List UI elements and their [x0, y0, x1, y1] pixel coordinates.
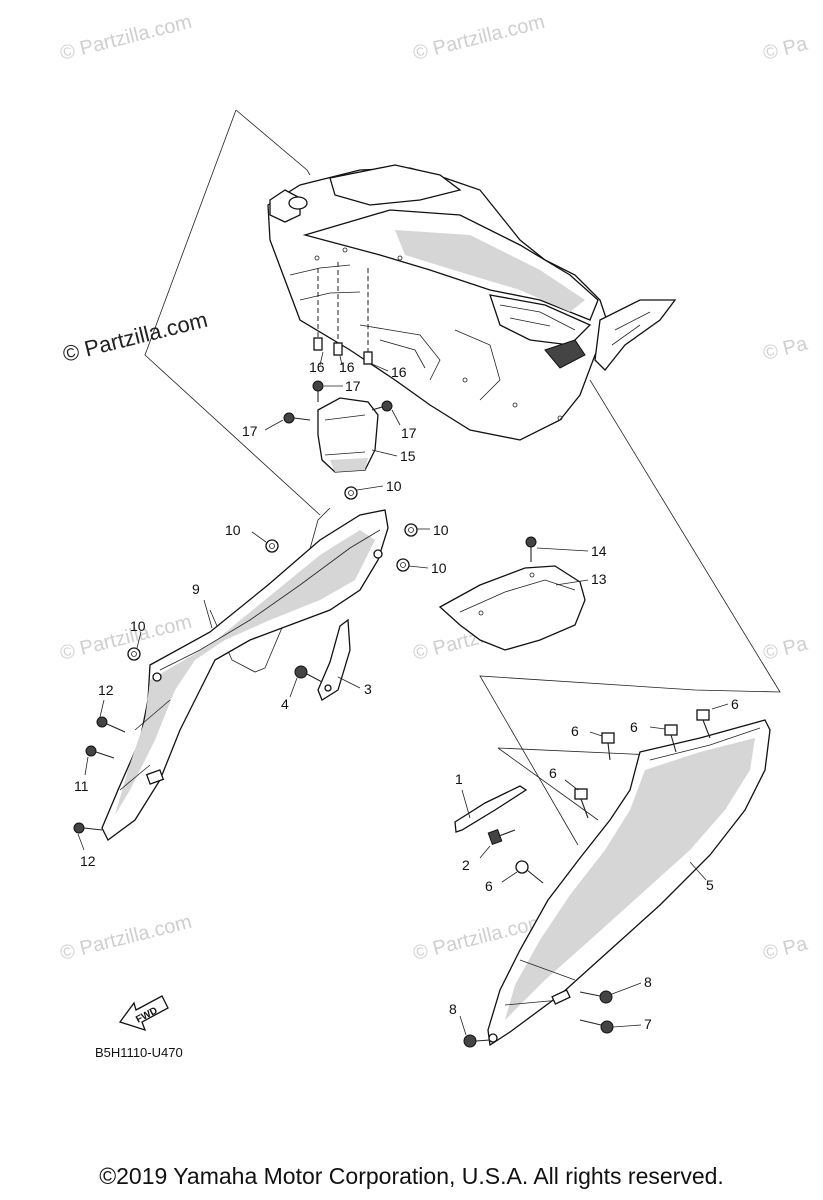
bolt-14	[525, 536, 537, 562]
callout-16: 16	[339, 359, 355, 375]
callout-6: 6	[571, 723, 579, 739]
fastener-6	[601, 732, 615, 761]
watermark: © Pa	[761, 32, 811, 64]
callout-6: 6	[630, 719, 638, 735]
callout-10: 10	[386, 478, 402, 494]
bolt-8	[579, 990, 613, 1004]
fwd-arrow-icon: FWD	[118, 995, 169, 1032]
fastener-10	[404, 523, 418, 537]
clip-16	[313, 337, 323, 351]
callout-7: 7	[644, 1016, 652, 1032]
callout-labels: 16 16 16 17 17 17 15 10 10 10 10 9 10 3 …	[74, 359, 739, 1032]
heat-shield-13	[438, 565, 586, 651]
callout-15: 15	[400, 448, 416, 464]
callout-10: 10	[130, 618, 146, 634]
callout-8: 8	[449, 1001, 457, 1017]
callout-17: 17	[242, 423, 258, 439]
fastener-10	[127, 647, 141, 661]
watermark: © Pa	[761, 932, 811, 964]
callout-3: 3	[364, 681, 372, 697]
fastener-6	[696, 709, 711, 739]
callout-4: 4	[281, 696, 289, 712]
watermark: © Pa	[761, 332, 811, 364]
cover-15	[317, 397, 379, 473]
callout-5: 5	[706, 877, 714, 893]
callout-12: 12	[80, 853, 96, 869]
callout-16: 16	[391, 364, 407, 380]
bracket-1	[454, 785, 528, 833]
callout-leaders	[77, 351, 729, 1036]
fastener-6	[515, 860, 544, 884]
bolt-11-12-group	[73, 716, 126, 834]
bolt-8	[463, 1034, 491, 1048]
clip-16	[333, 342, 343, 356]
callout-10: 10	[431, 560, 447, 576]
callout-16: 16	[309, 359, 325, 375]
bolt-7-8-group	[463, 990, 614, 1048]
diagram-code: B5H1110-U470	[95, 1045, 183, 1060]
side-cover-5	[487, 719, 771, 1047]
callout-6: 6	[485, 878, 493, 894]
watermark-strong: © Partzilla.com	[60, 307, 210, 367]
callout-1: 1	[455, 771, 463, 787]
copyright-notice: ©2019 Yamaha Motor Corporation, U.S.A. A…	[99, 1163, 724, 1189]
bolt-17	[371, 400, 393, 412]
callout-14: 14	[591, 543, 607, 559]
bolt-17	[283, 412, 311, 424]
callout-6: 6	[731, 696, 739, 712]
bolt-12	[96, 716, 126, 733]
callout-8: 8	[644, 974, 652, 990]
callout-10: 10	[433, 522, 449, 538]
bolt-7	[579, 1019, 614, 1034]
fastener-10	[344, 486, 358, 500]
dashed-leaders-top	[317, 262, 369, 355]
watermark: © Partzilla.com	[58, 911, 194, 965]
bolt-17	[312, 380, 324, 402]
clip-16	[363, 351, 373, 365]
callout-17: 17	[345, 378, 361, 394]
watermark: © Partzilla.com	[58, 11, 194, 65]
fastener-6-group	[515, 709, 711, 884]
bolt-4	[294, 665, 323, 683]
bolt-17-group	[283, 380, 393, 424]
side-cover-9	[101, 509, 389, 841]
watermark: © Pa	[761, 632, 811, 664]
callout-11: 11	[74, 778, 89, 794]
fastener-10-group	[127, 486, 418, 661]
frame-body-assembly	[267, 164, 677, 441]
clip-16-group	[313, 337, 373, 365]
callout-6: 6	[549, 765, 557, 781]
callout-10: 10	[225, 522, 241, 538]
fastener-10	[265, 539, 279, 553]
watermark: © Partzilla.com	[411, 11, 547, 65]
callout-17: 17	[401, 425, 417, 441]
fastener-6	[574, 788, 589, 819]
fastener-6	[664, 724, 678, 753]
callout-9: 9	[192, 581, 200, 597]
callout-12: 12	[98, 682, 114, 698]
callout-13: 13	[591, 571, 607, 587]
bolt-12	[73, 822, 103, 834]
fastener-10	[396, 558, 410, 572]
bracket-3	[317, 618, 351, 701]
bolt-2	[487, 829, 516, 845]
callout-2: 2	[462, 857, 470, 873]
bolt-11	[85, 745, 115, 759]
